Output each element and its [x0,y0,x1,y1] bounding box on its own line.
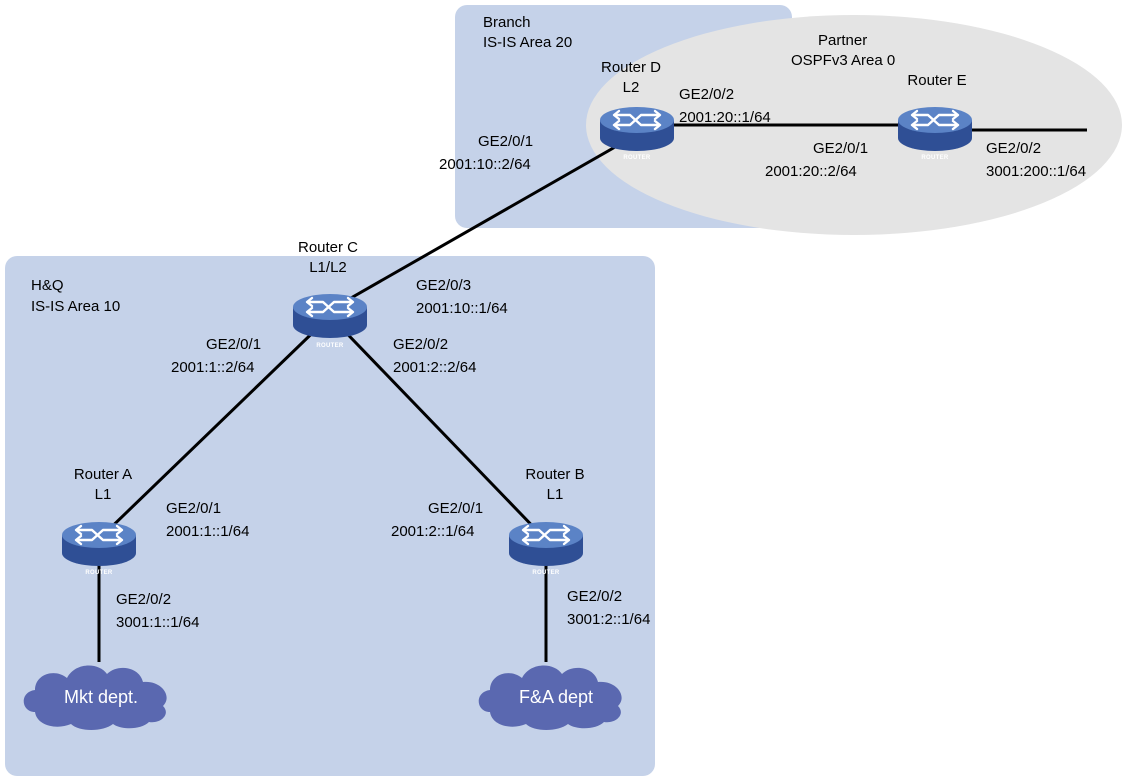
link-c-d [329,133,637,312]
router-c-name: Router C [298,239,358,256]
interface-c-ge2-ip: 2001:2::2/64 [393,359,476,376]
interface-a-ge2-port: GE2/0/2 [116,591,171,608]
router-b-badge: ROUTER [532,570,559,576]
partner-area-name: Partner [818,32,867,49]
hq-area-region [5,256,655,776]
interface-c-ge3-ip: 2001:10::1/64 [416,300,508,317]
mkt-dept-network: Mkt dept. [23,665,167,730]
router-a-level: L1 [95,486,112,503]
router-icon [896,105,974,153]
hq-area-name: H&Q [31,277,64,294]
router-d-name: Router D [601,59,661,76]
partner-area-label: OSPFv3 Area 0 [791,52,895,69]
interface-d-ge2-ip: 2001:20::1/64 [679,109,771,126]
mkt-dept-label: Mkt dept. [64,687,138,707]
fa-dept-network: F&A dept [478,665,622,730]
router-d-badge: ROUTER [623,155,650,161]
interface-c-ge1-port: GE2/0/1 [206,336,261,353]
branch-area-name: Branch [483,14,531,31]
interface-a-ge1-ip: 2001:1::1/64 [166,523,249,540]
interface-d-ge1-ip: 2001:10::2/64 [439,156,531,173]
router-c-badge: ROUTER [316,343,343,349]
interface-b-ge2-port: GE2/0/2 [567,588,622,605]
router-a-badge: ROUTER [85,570,112,576]
interface-a-ge1-port: GE2/0/1 [166,500,221,517]
interface-c-ge2-port: GE2/0/2 [393,336,448,353]
router-d: ROUTER Router D L2 [598,59,676,161]
interface-c-ge3-port: GE2/0/3 [416,277,471,294]
link-c-a [96,314,332,542]
router-b-name: Router B [525,466,584,483]
router-c-level: L1/L2 [309,259,347,276]
interface-d-ge1-port: GE2/0/1 [478,133,533,150]
interface-e-ge2-port: GE2/0/2 [986,140,1041,157]
router-icon [507,520,585,568]
interface-e-ge1-ip: 2001:20::2/64 [765,163,857,180]
hq-area-label: IS-IS Area 10 [31,298,120,315]
interface-e-ge1-port: GE2/0/1 [813,140,868,157]
router-e-name: Router E [907,72,966,89]
router-b-level: L1 [547,486,564,503]
router-icon [291,292,369,340]
router-a: ROUTER Router A L1 [60,466,138,576]
interface-e-ge2-ip: 3001:200::1/64 [986,163,1086,180]
router-a-name: Router A [74,466,132,483]
router-e: ROUTER Router E [896,72,974,161]
interface-d-ge2-port: GE2/0/2 [679,86,734,103]
router-b: ROUTER Router B L1 [507,466,585,576]
interface-b-ge1-ip: 2001:2::1/64 [391,523,474,540]
interface-c-ge1-ip: 2001:1::2/64 [171,359,254,376]
fa-dept-label: F&A dept [519,687,593,707]
router-icon [60,520,138,568]
link-c-b [328,314,548,542]
interface-a-ge2-ip: 3001:1::1/64 [116,614,199,631]
router-icon [598,105,676,153]
router-d-level: L2 [623,79,640,96]
router-c: ROUTER Router C L1/L2 [291,239,369,349]
interface-b-ge1-port: GE2/0/1 [428,500,483,517]
router-e-badge: ROUTER [921,155,948,161]
branch-area-label: IS-IS Area 20 [483,34,572,51]
interface-b-ge2-ip: 3001:2::1/64 [567,611,650,628]
